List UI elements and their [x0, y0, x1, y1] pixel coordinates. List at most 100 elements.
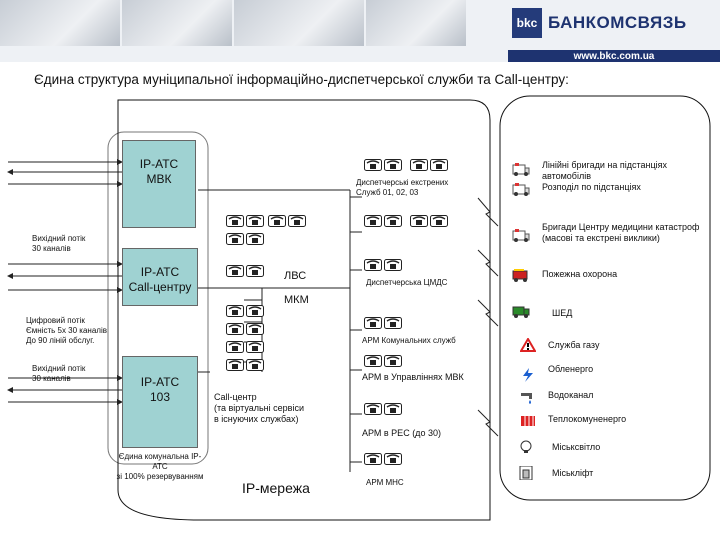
- service-label: Лінійні бригади на підстанціях: [542, 160, 668, 170]
- service-label: Міськліфт: [552, 468, 594, 478]
- telephone-icon: [246, 264, 264, 277]
- telephone-icon: [246, 232, 264, 245]
- telephone-icon: [226, 304, 244, 317]
- ambulance-icon: [512, 228, 530, 242]
- lan-label: ЛВС: [284, 270, 307, 282]
- header-photo: [366, 0, 466, 46]
- service-label: Міськсвітло: [552, 442, 601, 452]
- label-line: Єдина комунальна IP-АТС: [118, 452, 202, 471]
- label-line: Служб 01, 02, 03: [356, 188, 419, 197]
- outgoing-stream-label-2: Вихідний потік 30 каналів: [32, 364, 85, 384]
- gas-warning-icon: [519, 337, 537, 352]
- label-line: До 90 ліній обслуг.: [26, 336, 95, 345]
- label-line: Диспетчерські екстрених: [356, 178, 449, 187]
- telephone-icon: [268, 214, 286, 227]
- telephone-icon: [384, 258, 402, 271]
- telephone-icon: [364, 354, 382, 367]
- pbx-mvk: IP-АТС МВК: [122, 140, 196, 228]
- service-label: Розподіл по підстанціях: [542, 182, 641, 192]
- services-list: Лінійні бригади на підстанціях автомобіл…: [512, 160, 717, 490]
- telephone-icon: [364, 402, 382, 415]
- telephone-icon: [364, 452, 382, 465]
- service-label: Пожежна охорона: [542, 269, 618, 279]
- header-photo: [234, 0, 364, 46]
- fire-truck-icon: [512, 268, 528, 282]
- services-frame: [499, 95, 711, 501]
- telephone-icon: [246, 358, 264, 371]
- label-line: Call-центр: [214, 392, 257, 402]
- telephone-icon: [226, 322, 244, 335]
- brand-name: БАНКОМСВЯЗЬ: [548, 13, 687, 32]
- pbx-103-line1: IP-АТС: [140, 375, 180, 389]
- telephone-icon: [384, 452, 402, 465]
- label-line: 30 каналів: [32, 374, 71, 383]
- telephone-icon: [226, 264, 244, 277]
- pbx-mvk-line2: МВК: [146, 172, 172, 186]
- page-title: Єдина структура муніципальної інформацій…: [34, 72, 569, 87]
- label-line: Вихідний потік: [32, 364, 86, 373]
- service-label: Водоканал: [548, 390, 594, 400]
- service-label: Обленерго: [548, 364, 594, 374]
- arm-departments-label: АРМ в Управліннях МВК: [362, 372, 464, 382]
- truck-icon: [512, 304, 530, 318]
- label-line: 30 каналів: [32, 244, 71, 253]
- service-label: Бригади Центру медицини катастроф: [542, 222, 700, 232]
- telephone-icon: [288, 214, 306, 227]
- telephone-icon: [410, 158, 428, 171]
- service-label: (масові та екстрені виклики): [542, 233, 660, 243]
- arm-res-label: АРМ в РЕС (до 30): [362, 428, 441, 438]
- ambulance-icon: [512, 182, 530, 196]
- telephone-icon: [226, 232, 244, 245]
- header-photo: [0, 0, 120, 46]
- dispatch-cmds-label: Диспетчерська ЦМДС: [366, 278, 448, 287]
- telephone-icon: [246, 340, 264, 353]
- telephone-icon: [430, 158, 448, 171]
- telephone-icon: [384, 214, 402, 227]
- pbx-call-line2: Call-центру: [128, 280, 192, 294]
- telephone-icon: [364, 316, 382, 329]
- radiator-icon: [520, 414, 536, 428]
- dispatch-emergency-label: Диспетчерські екстрених Служб 01, 02, 03: [356, 178, 448, 198]
- service-label: ШЕД: [552, 308, 573, 318]
- telephone-icon: [246, 322, 264, 335]
- telephone-icon: [410, 214, 428, 227]
- telephone-icon: [246, 214, 264, 227]
- label-line: Вихідний потік: [32, 234, 86, 243]
- ip-network-label: IP-мережа: [242, 480, 310, 496]
- water-tap-icon: [520, 390, 536, 404]
- telephone-icon: [384, 402, 402, 415]
- service-label: Служба газу: [548, 340, 600, 350]
- ip-network-frame: [117, 99, 491, 521]
- company-logo: bkc: [512, 8, 542, 38]
- telephone-icon: [430, 214, 448, 227]
- single-pbx-label: Єдина комунальна IP-АТС зі 100% резервув…: [112, 452, 208, 482]
- outgoing-stream-label-1: Вихідний потік 30 каналів: [32, 234, 85, 254]
- telephone-icon: [226, 214, 244, 227]
- header-photo: [122, 0, 232, 46]
- lamp-icon: [518, 440, 534, 454]
- header-banner: bkc БАНКОМСВЯЗЬ www.bkc.com.ua: [0, 0, 720, 62]
- label-line: (та віртуальні сервіси: [214, 403, 304, 413]
- website-url: www.bkc.com.ua: [508, 50, 720, 62]
- telephone-icon: [364, 214, 382, 227]
- mkm-label: МКМ: [284, 294, 309, 306]
- label-line: Цифровий потік: [26, 316, 85, 325]
- elevator-icon: [518, 465, 534, 481]
- pbx-103-line2: 103: [149, 390, 171, 404]
- callcenter-label: Call-центр (та віртуальні сервіси в існу…: [214, 392, 304, 425]
- telephone-icon: [364, 158, 382, 171]
- logo-mark: bkc: [516, 16, 538, 30]
- pbx-103: IP-АТС 103: [122, 356, 198, 448]
- telephone-icon: [384, 158, 402, 171]
- pbx-mvk-line1: IP-АТС: [139, 157, 179, 171]
- telephone-icon: [226, 340, 244, 353]
- arm-mns-label: АРМ МНС: [366, 478, 404, 487]
- label-line: Ємність 5х 30 каналів: [26, 326, 107, 335]
- label-line: в існуючих службах): [214, 414, 299, 424]
- pbx-call-line1: IP-АТС: [140, 265, 180, 279]
- service-label: Теплокомуненерго: [548, 414, 627, 424]
- ambulance-icon: [512, 162, 530, 176]
- telephone-icon: [364, 258, 382, 271]
- label-line: зі 100% резервуванням: [116, 472, 204, 481]
